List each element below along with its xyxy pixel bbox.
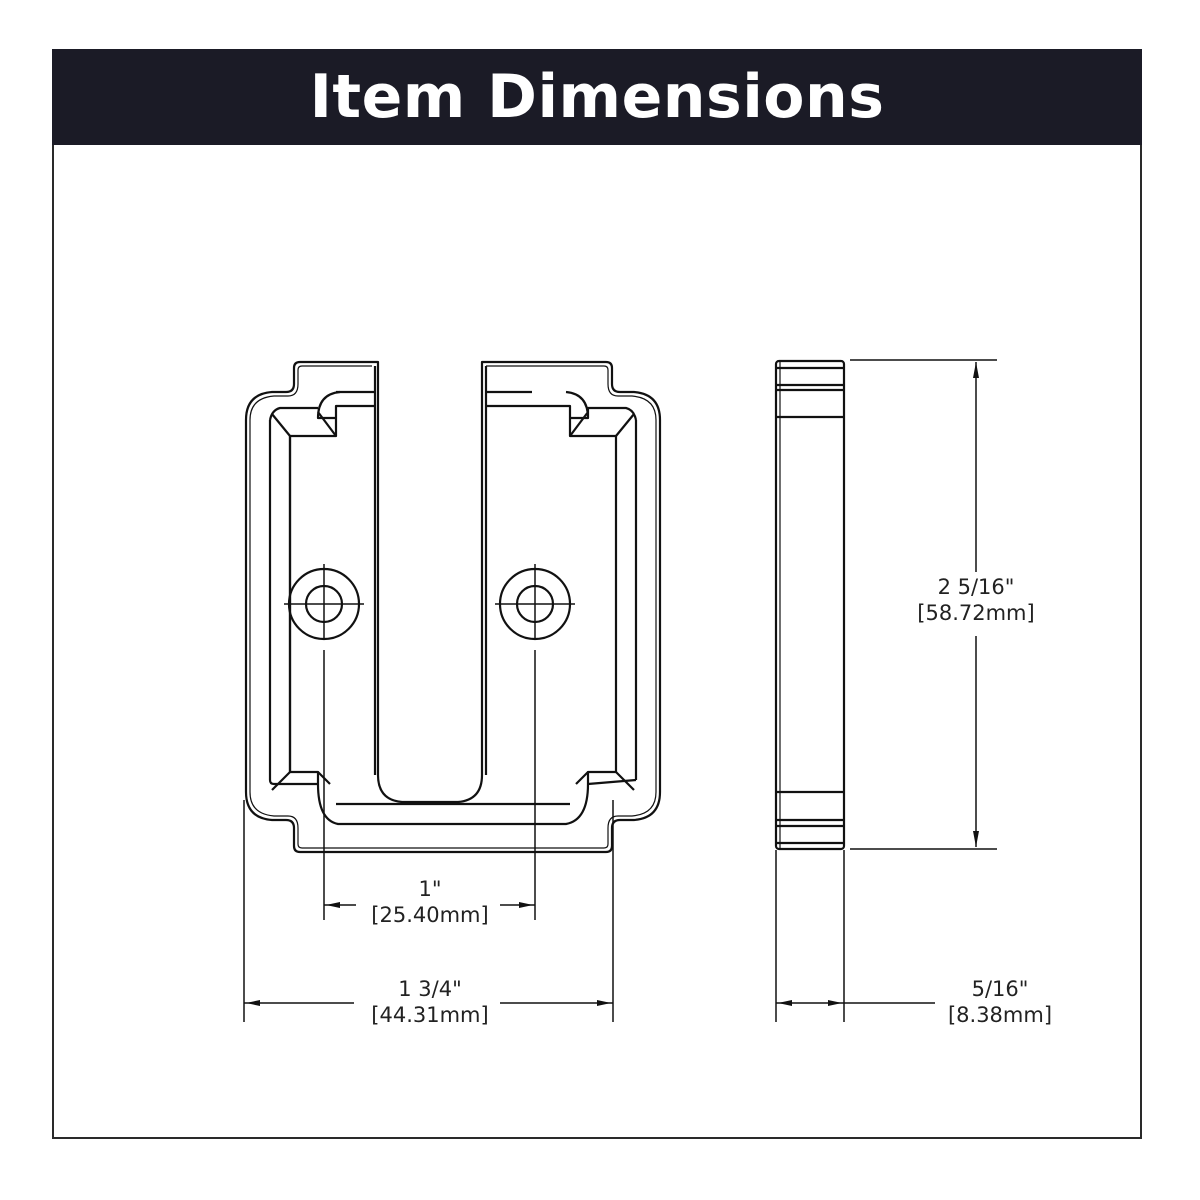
header-bar: Item Dimensions [52, 49, 1142, 145]
width-dimension: 1 3/4" [44.31mm] [360, 976, 500, 1028]
depth-dimension: 5/16" [8.38mm] [938, 976, 1062, 1028]
side-view [774, 359, 846, 851]
page-title: Item Dimensions [309, 62, 885, 132]
hole-spacing-dimension: 1" [25.40mm] [360, 876, 500, 928]
height-imperial: 2 5/16" [937, 575, 1015, 599]
height-dimension: 2 5/16" [58.72mm] [906, 574, 1046, 626]
front-view [244, 360, 662, 854]
height-metric: [58.72mm] [917, 601, 1035, 625]
hole-spacing-metric: [25.40mm] [371, 903, 489, 927]
hole-spacing-imperial: 1" [418, 877, 442, 901]
width-metric: [44.31mm] [371, 1003, 489, 1027]
depth-imperial: 5/16" [971, 977, 1029, 1001]
depth-metric: [8.38mm] [947, 1003, 1053, 1027]
width-imperial: 1 3/4" [398, 977, 462, 1001]
